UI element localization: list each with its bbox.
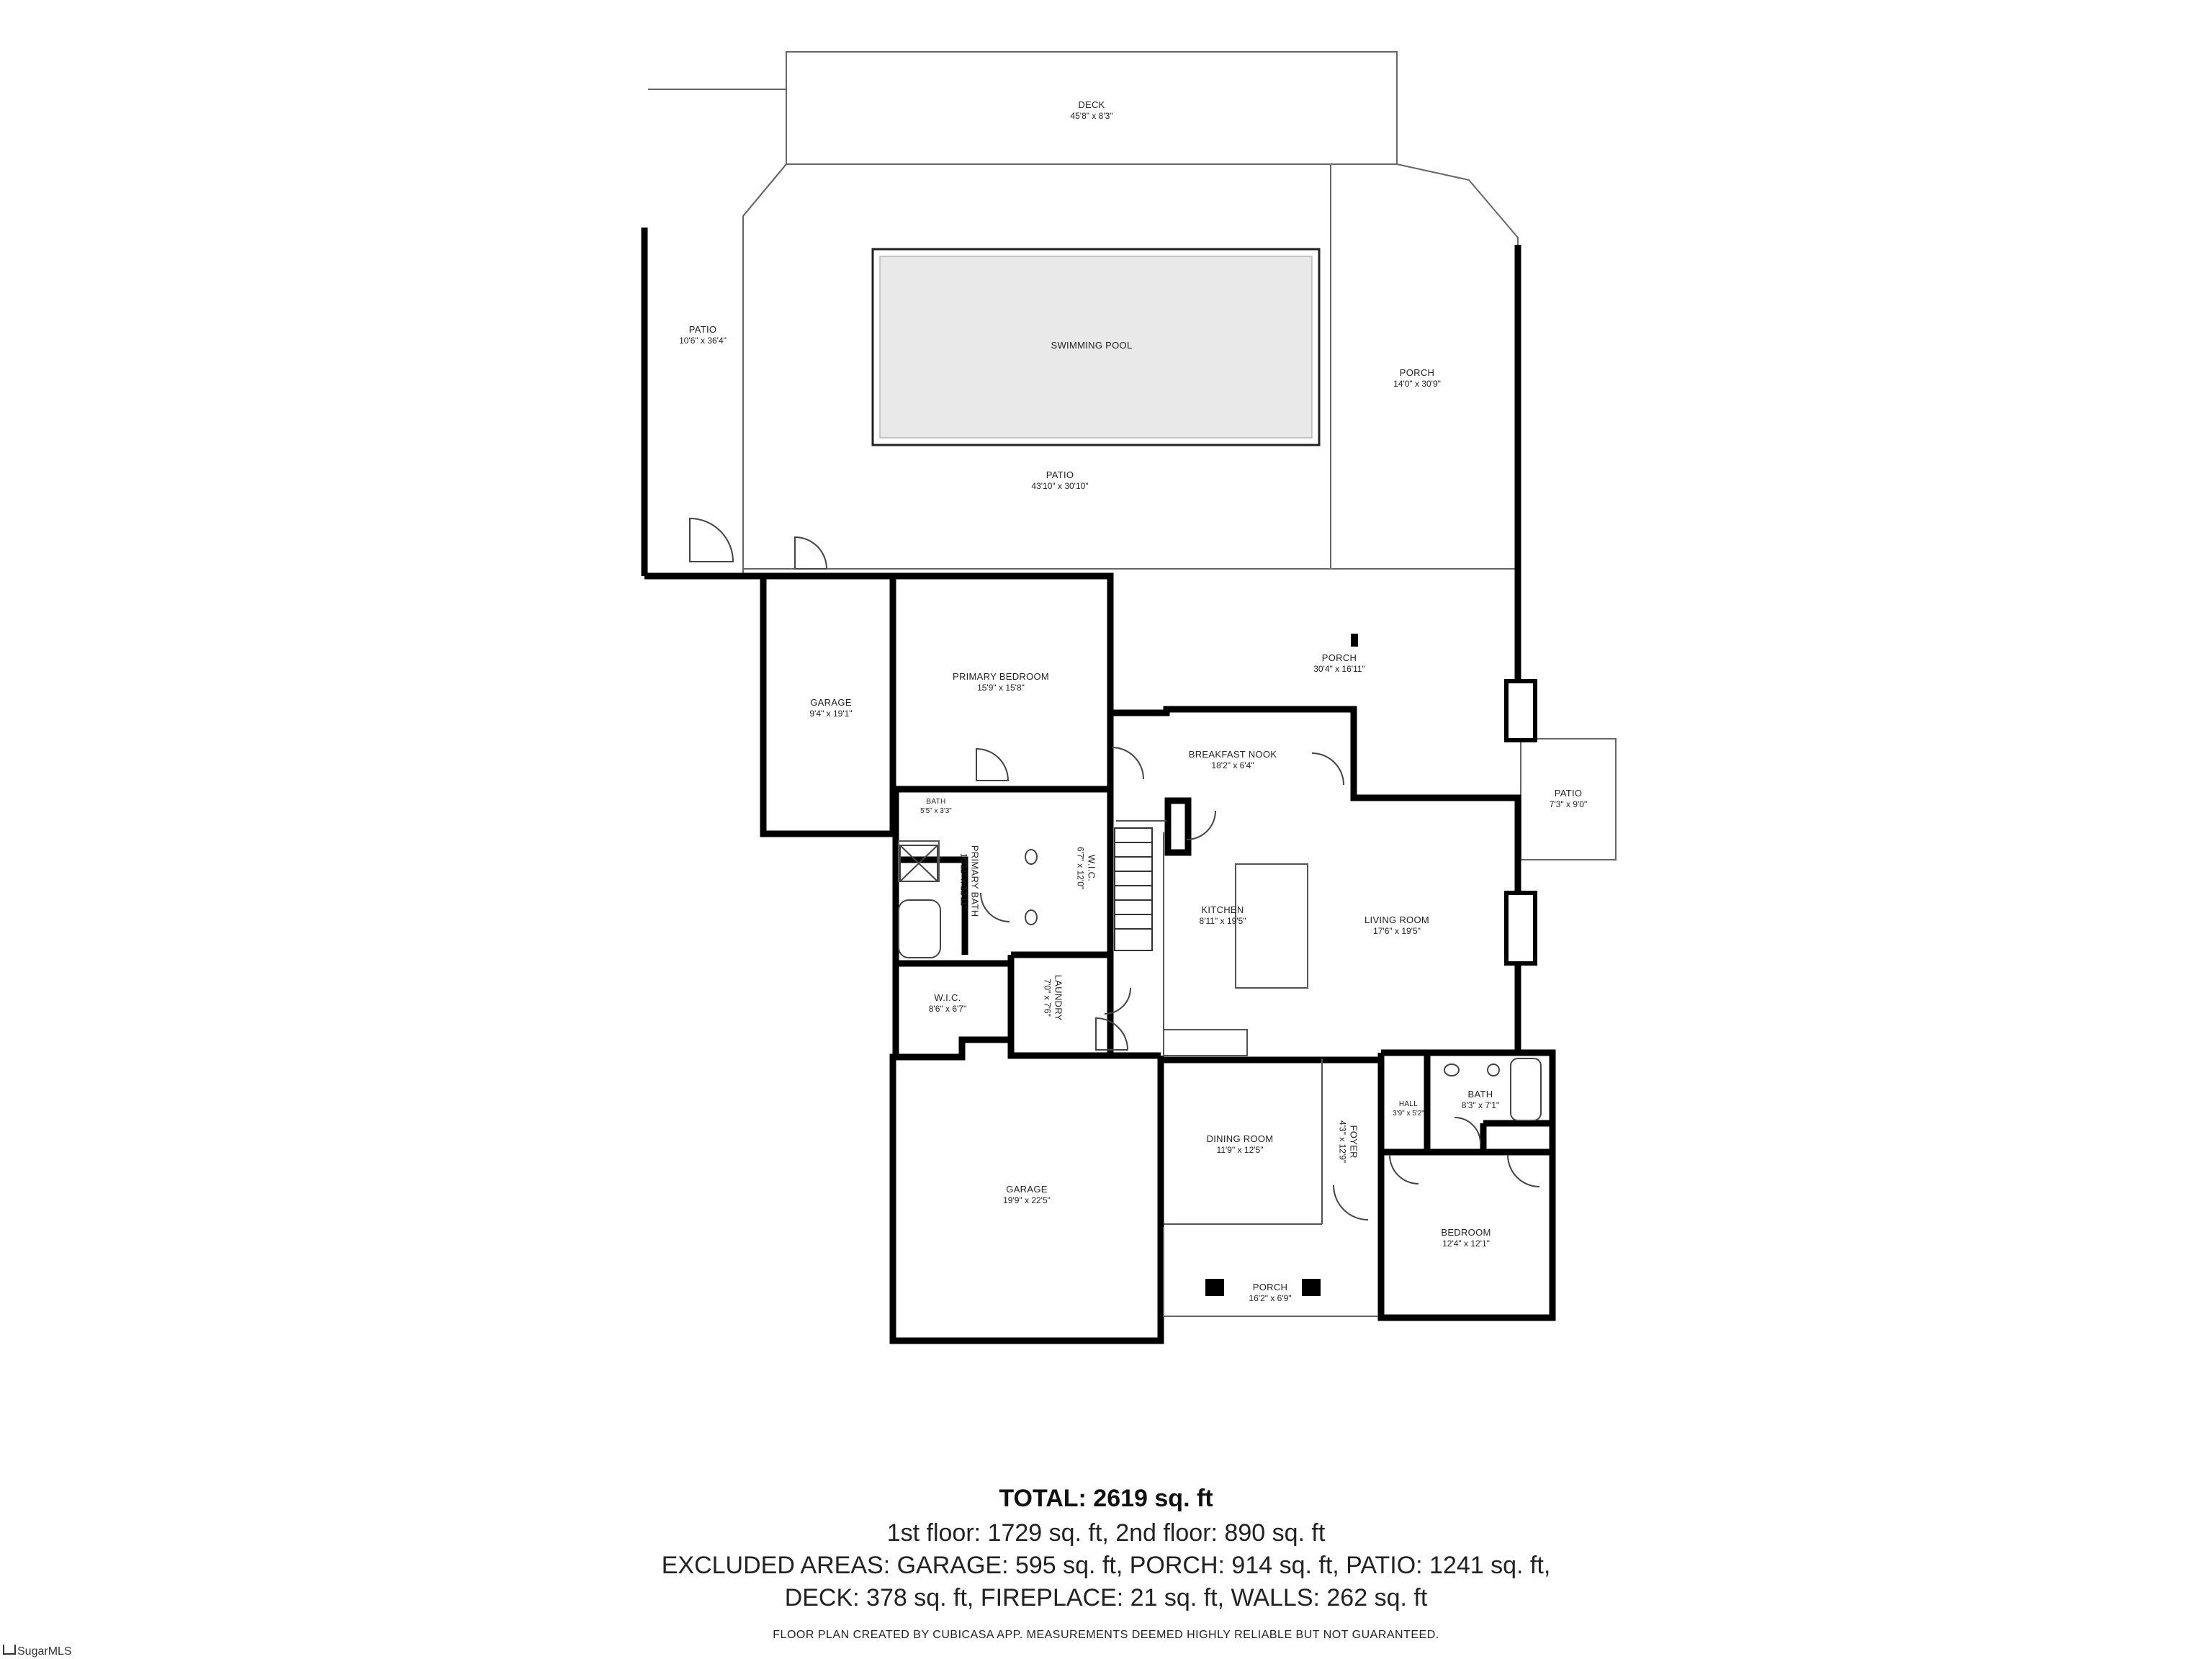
dining-room-dims: 11'9" x 12'5" [1216, 1145, 1264, 1156]
foyer-name: FOYER [1348, 1125, 1359, 1159]
floor-areas-line: 1st floor: 1729 sq. ft, 2nd floor: 890 s… [886, 1519, 1326, 1547]
bath-small-dims: 5'5" x 3'3" [920, 806, 952, 815]
outdoor-outlines [648, 51, 1617, 860]
excluded-areas-line: EXCLUDED AREAS: GARAGE: 595 sq. ft, PORC… [661, 1552, 1551, 1579]
garage-main-dims: 19'9" x 22'5" [1003, 1195, 1051, 1206]
hall-dims: 3'9" x 5'2" [1393, 1109, 1424, 1118]
label-wic-top: W.I.C. 6'7" x 12'0" [1074, 847, 1097, 889]
porch-front-name: PORCH [1252, 1282, 1288, 1292]
patio-left-dims: 10'6" x 36'4" [679, 336, 727, 346]
label-laundry: LAUNDRY 7'0" x 7'6" [1041, 975, 1064, 1021]
label-living-room: LIVING ROOM 17'6" x 19'5" [1364, 914, 1429, 937]
garage-small-name: GARAGE [810, 697, 852, 708]
label-bath: BATH 8'3" x 7'1" [1462, 1089, 1499, 1111]
wic-bottom-name: W.I.C. [934, 992, 961, 1003]
primary-bath-name: PRIMARY BATH [969, 845, 981, 917]
label-porch-back: PORCH 30'4" x 16'11" [1313, 652, 1365, 675]
interior-lines [898, 820, 1323, 1225]
wic-top-name: W.I.C. [1086, 855, 1097, 882]
label-porch-right: PORCH 14'0" x 30'9" [1393, 367, 1441, 390]
breakfast-nook-dims: 18'2" x 6'4" [1211, 760, 1254, 771]
patio-main-dims: 43'10" x 30'10" [1031, 481, 1089, 492]
kitchen-dims: 8'11" x 19'5" [1199, 916, 1246, 927]
deck-dims: 45'8" x 8'3" [1070, 111, 1113, 122]
primary-bath-dims: 10'11" x 12'11" [958, 853, 969, 909]
wic-bottom-dims: 8'6" x 6'7" [928, 1004, 967, 1015]
total-area: TOTAL: 2619 sq. ft [999, 1485, 1213, 1512]
porch-front-dims: 16'2" x 6'9" [1249, 1293, 1292, 1304]
dining-room-name: DINING ROOM [1206, 1133, 1274, 1144]
bath-dims: 8'3" x 7'1" [1461, 1100, 1500, 1111]
porch-right-name: PORCH [1399, 367, 1435, 378]
wic-top-dims: 6'7" x 12'0" [1075, 847, 1086, 890]
label-garage-main: GARAGE 19'9" x 22'5" [1003, 1184, 1051, 1206]
label-kitchen: KITCHEN 8'11" x 19'5" [1200, 904, 1246, 927]
house-icon [3, 1645, 16, 1655]
label-swimming-pool: SWIMMING POOL [1051, 340, 1133, 351]
living-room-dims: 17'6" x 19'5" [1373, 926, 1421, 937]
porch-back-dims: 30'4" x 16'11" [1313, 664, 1365, 675]
label-patio-main: PATIO 43'10" x 30'10" [1031, 469, 1088, 492]
patio-left-name: PATIO [688, 324, 717, 335]
fireplaces [1504, 679, 1537, 966]
label-hall: HALL 3'9" x 5'2" [1393, 1100, 1424, 1118]
deck-name: DECK [1078, 99, 1105, 110]
primary-bedroom-name: PRIMARY BEDROOM [952, 671, 1050, 682]
hall-name: HALL [1398, 1100, 1419, 1108]
fixtures [898, 845, 1542, 1121]
kitchen-name: KITCHEN [1201, 904, 1244, 915]
patio-side-name: PATIO [1554, 788, 1583, 799]
disclaimer: FLOOR PLAN CREATED BY CUBICASA APP. MEAS… [773, 1629, 1439, 1641]
pool-name: SWIMMING POOL [1051, 340, 1133, 351]
bedroom-dims: 12'4" x 12'1" [1442, 1238, 1490, 1249]
label-foyer: FOYER 4'3" x 12'9" [1336, 1120, 1359, 1163]
label-porch-front: PORCH 16'2" x 6'9" [1249, 1282, 1291, 1304]
patio-main-name: PATIO [1046, 469, 1074, 480]
garage-main-name: GARAGE [1006, 1184, 1048, 1195]
porch-back-name: PORCH [1321, 652, 1357, 663]
mls-logo: SugarMLS [3, 1645, 72, 1658]
laundry-name: LAUNDRY [1053, 974, 1064, 1021]
label-patio-left: PATIO 10'6" x 36'4" [679, 324, 727, 346]
label-garage-small: GARAGE 9'4" x 19'1" [809, 697, 852, 719]
bath-small-name: BATH [926, 798, 946, 806]
porch-front-outline [1163, 1227, 1378, 1317]
foyer-dims: 4'3" x 12'9" [1337, 1120, 1348, 1164]
label-bath-small: BATH 5'5" x 3'3" [920, 798, 952, 816]
floor-plan-drawing [641, 51, 1617, 1344]
porch-right-dims: 14'0" x 30'9" [1393, 379, 1441, 390]
label-bedroom: BEDROOM 12'4" x 12'1" [1441, 1227, 1491, 1249]
logo-text: SugarMLS [17, 1645, 72, 1658]
garage-small-dims: 9'4" x 19'1" [809, 709, 853, 719]
primary-bedroom-dims: 15'9" x 15'8" [977, 683, 1025, 693]
label-primary-bath: PRIMARY BATH 10'11" x 12'11" [958, 845, 980, 917]
label-dining-room: DINING ROOM 11'9" x 12'5" [1207, 1133, 1274, 1156]
fireplace-top [1504, 679, 1537, 742]
patio-side-dims: 7'3" x 9'0" [1549, 799, 1588, 810]
laundry-dims: 7'0" x 7'6" [1042, 979, 1053, 1017]
porch-posts [1205, 634, 1358, 1296]
bath-name: BATH [1467, 1089, 1493, 1100]
label-breakfast-nook: BREAKFAST NOOK 18'2" x 6'4" [1189, 749, 1277, 771]
label-wic-bottom: W.I.C. 8'6" x 6'7" [929, 992, 966, 1015]
door-swings [689, 517, 1540, 1220]
fireplace-living [1504, 891, 1537, 966]
breakfast-nook-name: BREAKFAST NOOK [1188, 749, 1277, 760]
label-patio-side: PATIO 7'3" x 9'0" [1550, 788, 1587, 810]
label-deck: DECK 45'8" x 8'3" [1070, 99, 1112, 122]
stairs [1114, 827, 1153, 951]
porch-right-outline [1331, 163, 1519, 570]
pool [871, 248, 1321, 446]
pool-water [879, 256, 1313, 439]
living-room-name: LIVING ROOM [1364, 914, 1429, 925]
bedroom-name: BEDROOM [1441, 1227, 1491, 1238]
label-primary-bedroom: PRIMARY BEDROOM 15'9" x 15'8" [953, 671, 1049, 693]
excluded-areas-line-2: DECK: 378 sq. ft, FIREPLACE: 21 sq. ft, … [784, 1584, 1428, 1611]
